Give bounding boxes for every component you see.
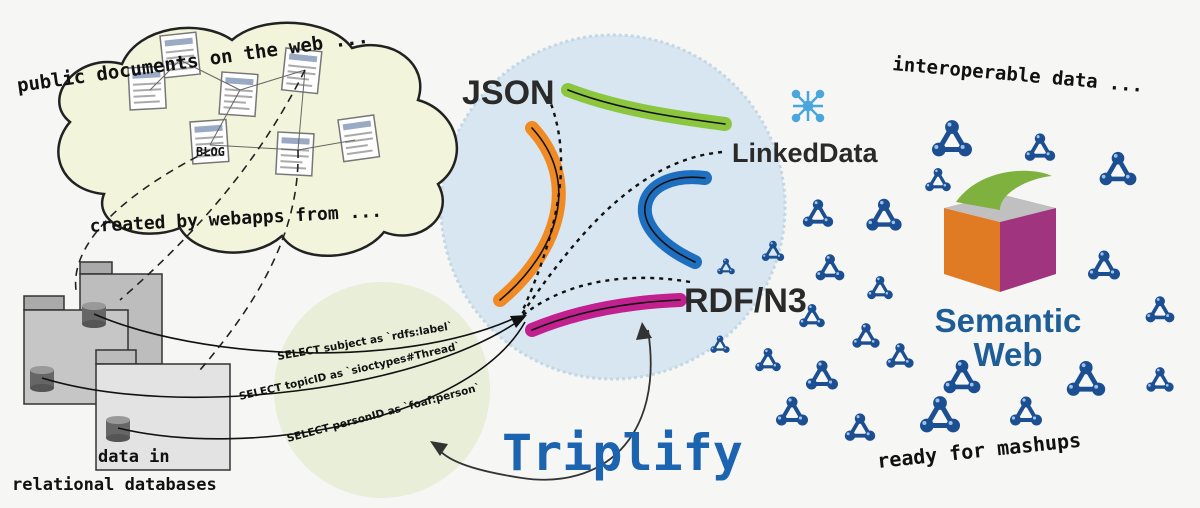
linkeddata-label: LinkedData [732,138,879,168]
sql-arrows [41,313,526,440]
arrow-head [510,315,527,328]
document-links [149,59,356,151]
cloud-to-db-links [74,69,306,371]
interoperable-label: interoperable data ... [892,53,1145,97]
relational-db-label: relational databases [12,475,217,495]
arrow-head [636,322,652,340]
hub-links [520,95,723,317]
data-in-label: data in [98,447,170,467]
json-label: JSON [462,74,555,112]
triplify-curve [521,329,652,481]
ready-for-mashups-label: ready for mashups [876,428,1082,473]
semantic-web-cube-icon [944,170,1056,292]
linkeddata-star-icon [791,89,825,123]
semantic-web-line2: Web [973,336,1042,373]
rdf-label: RDF/N3 [684,282,807,320]
semantic-web-line1: Semantic [935,302,1082,339]
arrow-head [430,441,448,456]
blog-doc-label: BLOG [196,145,225,159]
triplify-logo: Triplify [502,424,743,482]
